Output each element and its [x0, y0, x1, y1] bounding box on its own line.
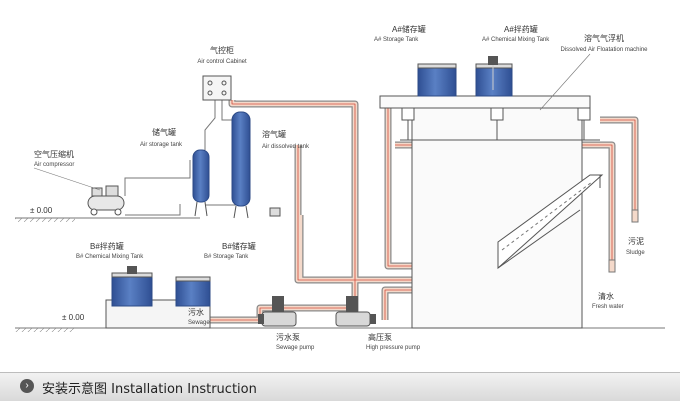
- daf-machine-en: Dissolved Air Floatation machine: [560, 47, 648, 53]
- air-storage-tank: [192, 149, 210, 217]
- air-compressor: [87, 185, 125, 216]
- high-pressure-pump: [335, 296, 376, 327]
- sludge-cn: 污泥: [628, 236, 644, 246]
- sludge-outlet: [631, 209, 639, 223]
- level-upper-label: ± 0.00: [30, 206, 53, 215]
- b-mixing-tank-cn: B#拌药罐: [90, 241, 124, 251]
- sewage-pump-cn: 污水泵: [276, 332, 300, 342]
- a-mixing-tank-en: A# Chemical Mixing Tank: [482, 37, 550, 43]
- level-lower-label: ± 0.00: [62, 313, 85, 322]
- high-pressure-pump-cn: 高压泵: [368, 332, 392, 342]
- b-storage-tank: [175, 276, 211, 307]
- air-compressor-leader: [33, 167, 101, 191]
- air-storage-tank-en: Air storage tank: [140, 142, 183, 148]
- sewage-pump-en: Sewage pump: [276, 345, 315, 351]
- air-dissolved-tank: [231, 111, 281, 219]
- footer-title: 安装示意图 Installation Instruction: [42, 382, 257, 397]
- ground-lower: [15, 327, 665, 332]
- daf-machine-cn: 溶气气浮机: [584, 33, 624, 43]
- air-compressor-en: Air compressor: [34, 162, 74, 168]
- b-mixing-tank-en: B# Chemical Mixing Tank: [76, 254, 144, 260]
- air-control-cabinet-en: Air control Cabinet: [197, 59, 247, 65]
- fresh-water-cn: 清水: [598, 291, 614, 301]
- sewage-inlet-en: Sewage: [188, 320, 210, 326]
- a-mixing-tank: [475, 56, 513, 97]
- fresh-water-outlet: [608, 259, 616, 273]
- air-control-cabinet: [202, 75, 232, 101]
- a-storage-tank-en: A# Storage Tank: [374, 37, 419, 43]
- air-dissolved-tank-cn: 溶气罐: [262, 129, 286, 139]
- air-storage-tank-cn: 储气罐: [152, 127, 176, 137]
- ground-upper: [15, 217, 200, 222]
- daf-leader: [539, 53, 591, 111]
- b-storage-tank-en: B# Storage Tank: [204, 254, 249, 260]
- air-control-cabinet-cn: 气控柜: [210, 45, 234, 55]
- sewage-pump: [258, 296, 297, 327]
- a-storage-tank: [417, 63, 457, 97]
- diagram-canvas: ± 0.00 ± 0.00: [15, 24, 665, 351]
- chevron-right-icon: ›: [20, 379, 34, 393]
- sewage-inlet-cn: 污水: [188, 307, 204, 317]
- high-pressure-pump-en: High pressure pump: [366, 345, 421, 351]
- sludge-en: Sludge: [626, 250, 645, 256]
- daf-machine: [379, 95, 604, 329]
- b-storage-tank-cn: B#储存罐: [222, 241, 256, 251]
- air-compressor-cn: 空气压缩机: [34, 149, 74, 159]
- footer-bar: › 安装示意图 Installation Instruction: [0, 372, 680, 401]
- air-lines: [124, 98, 240, 216]
- fresh-water-en: Fresh water: [592, 304, 624, 310]
- air-dissolved-tank-en: Air dissolved tank: [262, 144, 310, 150]
- a-mixing-tank-cn: A#拌药罐: [504, 24, 538, 34]
- a-storage-tank-cn: A#储存罐: [392, 24, 426, 34]
